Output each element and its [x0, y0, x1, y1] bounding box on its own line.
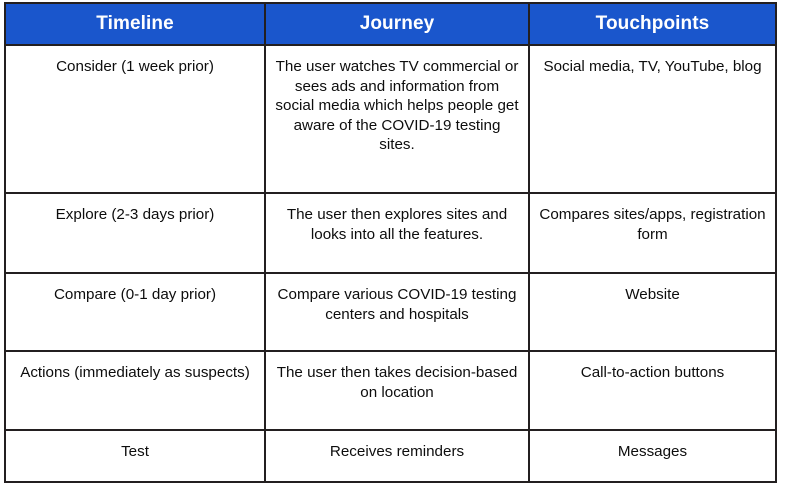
cell-touchpoints: Call-to-action buttons [528, 350, 777, 432]
cell-timeline: Test [4, 429, 266, 483]
table-row: Compare (0-1 day prior) Compare various … [4, 272, 777, 353]
column-header-touchpoints: Touchpoints [528, 1, 777, 47]
table-row: Actions (immediately as suspects) The us… [4, 350, 777, 432]
table-row: Consider (1 week prior) The user watches… [4, 44, 777, 195]
cell-journey: Compare various COVID-19 testing centers… [264, 272, 530, 353]
column-header-timeline: Timeline [4, 1, 266, 47]
cell-journey: The user then takes decision-based on lo… [264, 350, 530, 432]
cell-touchpoints: Messages [528, 429, 777, 483]
table-row: Explore (2-3 days prior) The user then e… [4, 192, 777, 275]
column-header-journey: Journey [264, 1, 530, 47]
cell-timeline: Explore (2-3 days prior) [4, 192, 266, 275]
cell-touchpoints: Compares sites/apps, registration form [528, 192, 777, 275]
cell-journey: The user then explores sites and looks i… [264, 192, 530, 275]
cell-touchpoints: Website [528, 272, 777, 353]
cell-journey: Receives reminders [264, 429, 530, 483]
customer-journey-table-container: Timeline Journey Touchpoints Consider (1… [4, 1, 777, 483]
cell-touchpoints: Social media, TV, YouTube, blog [528, 44, 777, 195]
cell-timeline: Compare (0-1 day prior) [4, 272, 266, 353]
table-body: Consider (1 week prior) The user watches… [4, 44, 777, 483]
cell-journey: The user watches TV commercial or sees a… [264, 44, 530, 195]
table-row: Test Receives reminders Messages [4, 429, 777, 483]
table-header-row: Timeline Journey Touchpoints [4, 1, 777, 47]
table-header: Timeline Journey Touchpoints [4, 1, 777, 47]
cell-timeline: Actions (immediately as suspects) [4, 350, 266, 432]
customer-journey-table: Timeline Journey Touchpoints Consider (1… [4, 1, 777, 483]
cell-timeline: Consider (1 week prior) [4, 44, 266, 195]
